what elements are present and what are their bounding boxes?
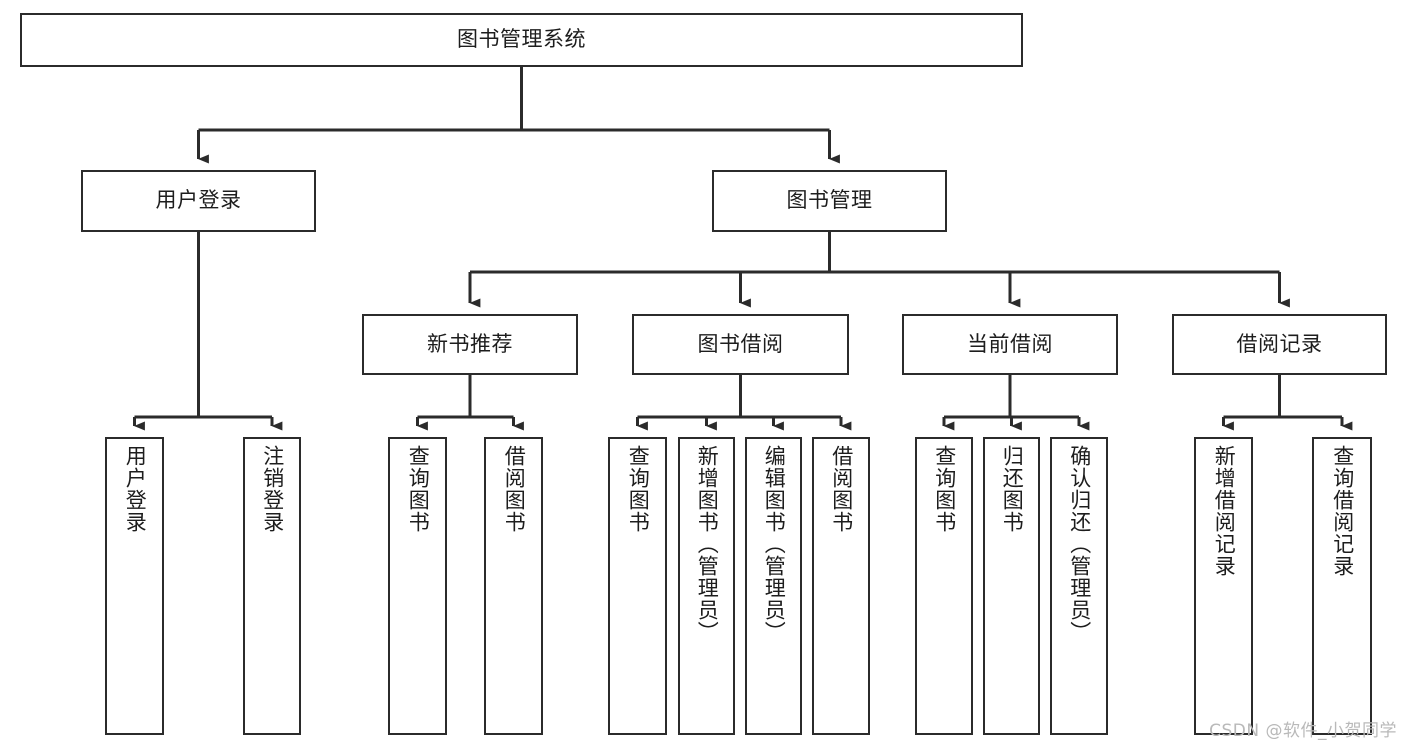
node-leaf-borrow-book-1[interactable]: 借阅图书: [484, 437, 543, 735]
node-leaf-query-book-3[interactable]: 查询图书: [915, 437, 973, 735]
node-current-borrow[interactable]: 当前借阅: [902, 314, 1118, 375]
node-label-leaf-borrow-book-1: 借阅图书: [502, 445, 527, 533]
node-label-leaf-query-book-3: 查询图书: [932, 445, 957, 533]
node-root[interactable]: 图书管理系统: [20, 13, 1023, 67]
node-label-borrow-record: 借阅记录: [1236, 331, 1323, 356]
node-leaf-query-book-1[interactable]: 查询图书: [388, 437, 447, 735]
node-leaf-add-book[interactable]: 新增图书（管理员）: [678, 437, 735, 735]
node-leaf-confirm-return[interactable]: 确认归还（管理员）: [1050, 437, 1108, 735]
node-label-new-book-rec: 新书推荐: [427, 331, 513, 356]
node-leaf-query-book-2[interactable]: 查询图书: [608, 437, 667, 735]
node-label-root: 图书管理系统: [457, 27, 586, 52]
node-label-leaf-borrow-book-2: 借阅图书: [829, 445, 854, 533]
csdn-watermark: CSDN @软件_小贺同学: [1209, 721, 1397, 741]
node-leaf-query-record[interactable]: 查询借阅记录: [1312, 437, 1372, 735]
node-label-leaf-query-record: 查询借阅记录: [1330, 445, 1355, 577]
node-leaf-borrow-book-2[interactable]: 借阅图书: [812, 437, 870, 735]
node-label-leaf-confirm-return: 确认归还（管理员）: [1067, 445, 1092, 643]
node-leaf-add-record[interactable]: 新增借阅记录: [1194, 437, 1253, 735]
node-label-leaf-query-book-2: 查询图书: [626, 445, 651, 533]
node-label-leaf-edit-book: 编辑图书（管理员）: [762, 445, 787, 643]
node-book-borrow[interactable]: 图书借阅: [632, 314, 849, 375]
node-label-leaf-user-login: 用户登录: [123, 445, 148, 533]
node-leaf-return-book[interactable]: 归还图书: [983, 437, 1040, 735]
node-label-book-manage: 图书管理: [786, 188, 873, 213]
node-label-leaf-add-record: 新增借阅记录: [1212, 445, 1237, 577]
node-borrow-record[interactable]: 借阅记录: [1172, 314, 1387, 375]
node-book-manage[interactable]: 图书管理: [712, 170, 947, 232]
node-label-leaf-user-logout: 注销登录: [260, 445, 285, 533]
node-label-leaf-add-book: 新增图书（管理员）: [695, 445, 720, 643]
node-label-current-borrow: 当前借阅: [967, 331, 1053, 356]
node-leaf-user-logout[interactable]: 注销登录: [243, 437, 301, 735]
node-leaf-edit-book[interactable]: 编辑图书（管理员）: [745, 437, 802, 735]
node-label-leaf-query-book-1: 查询图书: [406, 445, 431, 533]
node-leaf-user-login[interactable]: 用户登录: [105, 437, 164, 735]
node-label-leaf-return-book: 归还图书: [1000, 445, 1025, 533]
node-new-book-rec[interactable]: 新书推荐: [362, 314, 578, 375]
node-label-book-borrow: 图书借阅: [697, 331, 784, 356]
node-label-user-login: 用户登录: [155, 188, 242, 213]
node-user-login[interactable]: 用户登录: [81, 170, 316, 232]
